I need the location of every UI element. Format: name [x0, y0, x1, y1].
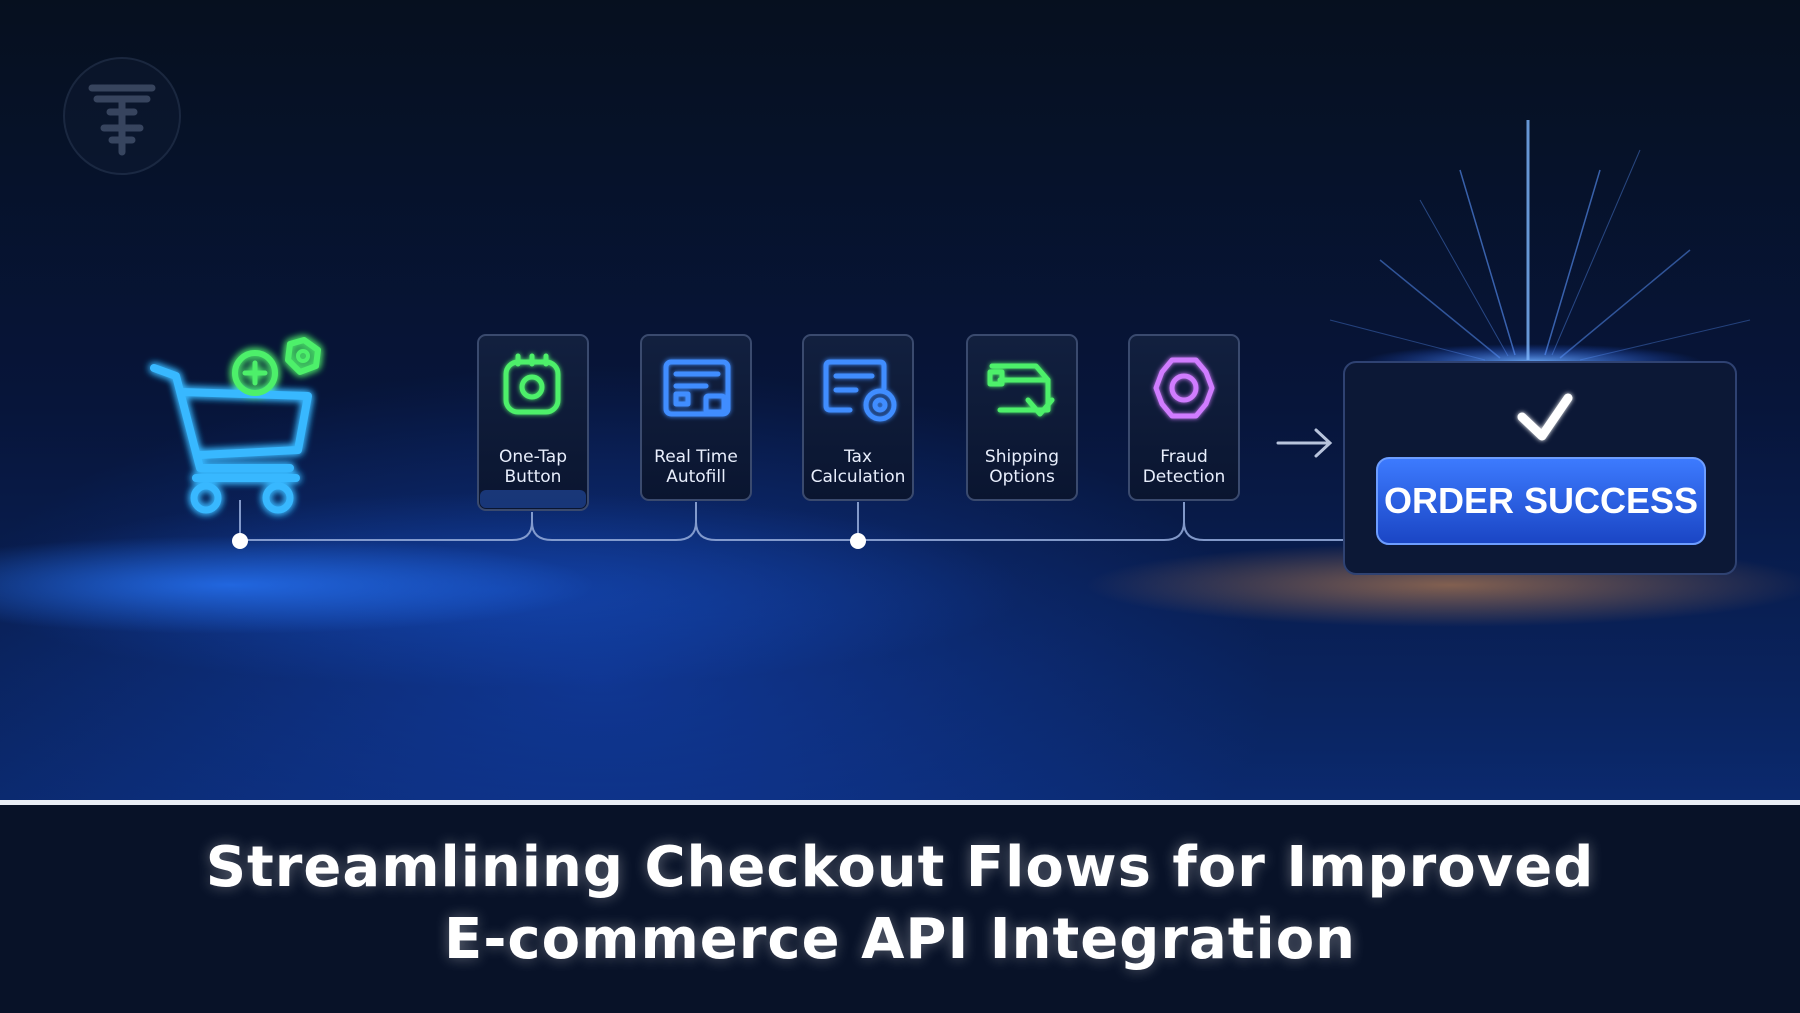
step-card-shipping[interactable]: Shipping Options	[966, 334, 1078, 501]
tax-calculation-icon	[823, 359, 897, 422]
step-card-one-tap[interactable]: One-Tap Button	[477, 334, 589, 511]
step-label-line1: Shipping	[985, 447, 1059, 467]
flow-start-node	[232, 533, 248, 549]
step-card-tax[interactable]: Tax Calculation	[802, 334, 914, 501]
step-label-line2: Autofill	[666, 467, 726, 487]
brand-logo-icon	[63, 57, 181, 175]
fraud-shield-gear-icon	[1153, 357, 1215, 419]
arrow-right-icon	[1276, 428, 1333, 458]
step-label-line1: One-Tap	[499, 447, 567, 467]
caption-band	[0, 805, 1800, 1013]
order-success-card: ORDER SUCCESS	[1343, 361, 1737, 575]
autofill-form-icon	[663, 359, 731, 417]
step-card-autofill[interactable]: Real Time Autofill	[640, 334, 752, 501]
checkmark-icon	[1517, 393, 1573, 441]
step-label-line1: Tax	[843, 447, 872, 467]
step-card-fraud[interactable]: Fraud Detection	[1128, 334, 1240, 501]
shopping-cart-icon	[150, 337, 321, 514]
divider	[0, 800, 1800, 805]
flow-mid-node	[850, 533, 866, 549]
step-label-line1: Real Time	[654, 447, 738, 467]
step-label-line2: Detection	[1143, 467, 1226, 487]
shipping-box-icon	[987, 363, 1055, 417]
order-success-button[interactable]: ORDER SUCCESS	[1376, 457, 1706, 545]
step-label-line2: Options	[989, 467, 1055, 487]
success-light-burst	[1329, 120, 1751, 380]
checkout-flow-diagram: One-Tap Button Real Time Autofill Tax	[63, 57, 1751, 575]
flow-connector-line	[239, 500, 1346, 541]
step-label-line2: Button	[505, 467, 562, 487]
caption-title-line2: E-commerce API Integration	[443, 907, 1357, 972]
one-tap-button-icon	[503, 353, 561, 415]
step-label-line1: Fraud	[1160, 447, 1208, 467]
order-success-label: ORDER SUCCESS	[1384, 480, 1698, 521]
caption-title-line1: Streamlining Checkout Flows for Improved	[205, 835, 1595, 900]
step-label-line2: Calculation	[811, 467, 906, 487]
